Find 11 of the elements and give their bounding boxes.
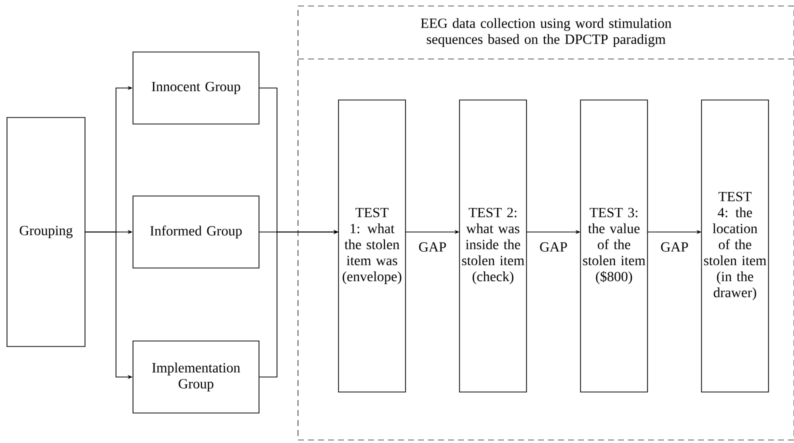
edge-label: GAP (418, 241, 448, 253)
process-box: Grouping (6, 117, 86, 347)
process-box: TEST 4: the location of the stolen item (in the drawer) (701, 100, 769, 392)
process-box: Innocent Group (132, 52, 260, 124)
process-box: TEST 1: what the stolen item was (envelope) (338, 100, 406, 392)
edge-label: GAP (538, 241, 568, 253)
process-box: Implementation Group (132, 340, 260, 414)
process-box: Informed Group (132, 196, 260, 268)
process-box: TEST 3: the value of the stolen item ($800) (580, 100, 648, 392)
process-box: TEST 2: what was inside the stolen item (check) (459, 100, 527, 392)
edge-label: GAP (660, 241, 690, 253)
